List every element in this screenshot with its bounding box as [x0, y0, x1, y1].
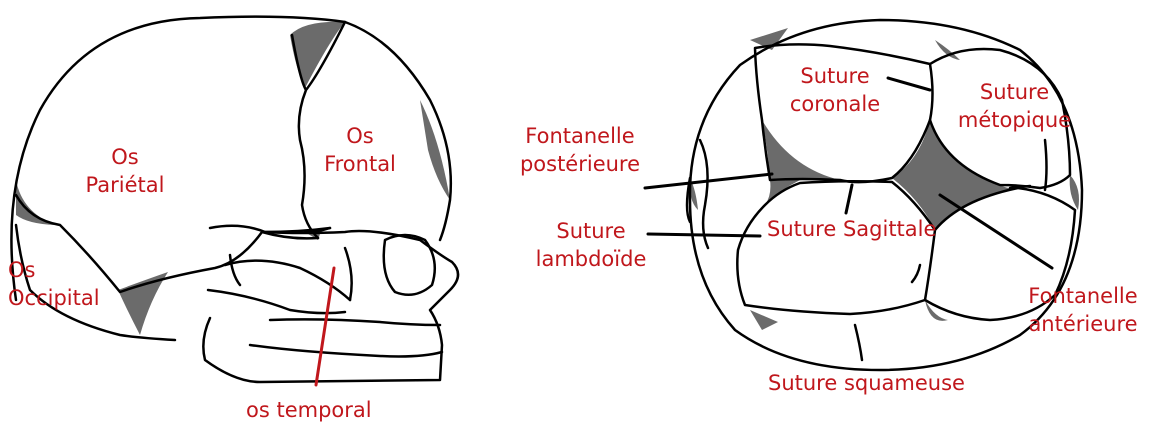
side-maxilla — [250, 319, 442, 356]
label-fontanelle-posterieure-line2: postérieure — [505, 150, 655, 178]
label-fontanelle-anterieure: Fontanelle antérieure — [1008, 282, 1158, 338]
side-temporal-pointer — [316, 268, 334, 385]
label-suture-coronale-line1: Suture — [780, 62, 890, 90]
label-fontanelle-posterieure-line1: Fontanelle — [505, 122, 655, 150]
label-suture-metopique-line2: métopique — [952, 106, 1077, 134]
side-anterior-fontanelle-front — [420, 100, 450, 200]
label-os-frontal-line2: Frontal — [305, 150, 415, 178]
label-os-temporal: os temporal — [246, 396, 372, 424]
pointer-suture-lambdoid — [648, 234, 760, 236]
label-os-occipital: Os Occipital — [8, 256, 100, 312]
label-suture-metopique: Suture métopique — [952, 78, 1077, 134]
label-os-parietal-line1: Os — [70, 143, 180, 171]
label-suture-lambdoide-line1: Suture — [535, 217, 647, 245]
label-suture-lambdoide-line2: lambdoïde — [535, 245, 647, 273]
label-suture-coronale-line2: coronale — [780, 90, 890, 118]
side-posterolateral-fontanelle — [118, 272, 168, 335]
side-orbit — [384, 235, 435, 295]
label-suture-sagittale: Suture Sagittale — [767, 215, 936, 243]
side-anterolateral-fontanelle — [290, 22, 345, 88]
top-sphenoid-right — [1070, 175, 1079, 210]
label-os-frontal-line1: Os — [305, 122, 415, 150]
pointer-fontanelle-anterior — [940, 195, 1052, 268]
label-fontanelle-posterieure: Fontanelle postérieure — [505, 122, 655, 178]
top-posterior-fontanelle — [762, 120, 840, 205]
side-face-outline — [203, 226, 458, 382]
label-os-occipital-line2: Occipital — [8, 284, 100, 312]
top-parietal-left — [737, 181, 935, 314]
label-suture-squameuse: Suture squameuse — [768, 369, 965, 397]
label-os-occipital-line1: Os — [8, 256, 100, 284]
pointer-suture-sagittal — [846, 185, 852, 213]
top-small-fontanelle-lower — [750, 310, 778, 330]
label-suture-squameuse-text: Suture squameuse — [768, 369, 965, 397]
label-suture-lambdoide: Suture lambdoïde — [535, 217, 647, 273]
label-fontanelle-anterieure-line2: antérieure — [1008, 310, 1158, 338]
label-suture-metopique-line1: Suture — [952, 78, 1077, 106]
top-small-fontanelle-upper-right — [935, 40, 960, 60]
label-fontanelle-anterieure-line1: Fontanelle — [1008, 282, 1158, 310]
label-suture-sagittale-text: Suture Sagittale — [767, 215, 936, 243]
label-os-temporal-text: os temporal — [246, 396, 372, 424]
label-suture-coronale: Suture coronale — [780, 62, 890, 118]
label-os-parietal-line2: Pariétal — [70, 171, 180, 199]
pointer-suture-coronal — [888, 78, 930, 90]
side-skull — [11, 17, 458, 385]
label-os-parietal: Os Pariétal — [70, 143, 180, 199]
label-os-frontal: Os Frontal — [305, 122, 415, 178]
